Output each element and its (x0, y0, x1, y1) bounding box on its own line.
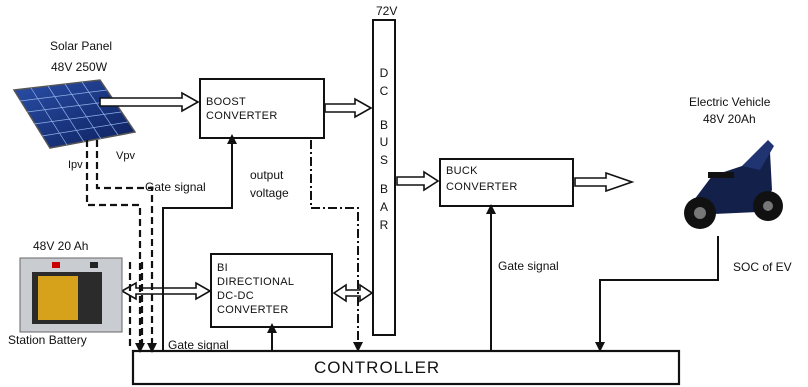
arrowhead-output-voltage (353, 342, 363, 352)
bidirectional-label-2: DIRECTIONAL (217, 276, 295, 288)
arrow-boost-to-bus (324, 97, 373, 119)
dc-bus-letter: R (379, 218, 389, 232)
controller-block (131, 349, 681, 386)
arrow-bus-to-buck (396, 170, 440, 192)
bidirectional-label-1: BI (217, 262, 228, 274)
soc-ev-line (599, 236, 719, 348)
station-battery-rating: 48V 20 Ah (33, 239, 89, 253)
arrowhead-gate-buck (486, 204, 496, 214)
ev-title: Electric Vehicle (689, 95, 771, 109)
output-voltage-label-1: output (250, 168, 284, 182)
dc-bus-letter: B (379, 118, 388, 132)
solar-panel-rating: 48V 250W (51, 60, 108, 74)
arrowhead-ipv (135, 343, 145, 353)
buck-converter-block (439, 158, 574, 207)
bidirectional-label-4: CONVERTER (217, 304, 289, 316)
electric-vehicle-image (684, 140, 783, 229)
boost-converter-block (199, 78, 325, 139)
arrowhead-gate-boost (227, 134, 237, 144)
dc-bus-letter: C (379, 84, 389, 98)
boost-converter-label-2: CONVERTER (206, 110, 278, 122)
dc-bus-bar (372, 19, 396, 336)
buck-converter-label-2: CONVERTER (446, 181, 518, 193)
controller-label: CONTROLLER (314, 358, 441, 377)
dc-bus-letter: B (379, 182, 388, 196)
ev-rating: 48V 20Ah (703, 112, 756, 126)
boost-converter-label-1: BOOST (206, 96, 247, 108)
bidirectional-converter-block (210, 253, 333, 328)
gate-signal-boost-line (162, 142, 233, 350)
dc-bus-letter: D (379, 66, 389, 80)
arrow-solar-to-boost (99, 91, 200, 113)
arrow-battery-bidirectional (120, 281, 212, 301)
station-battery-image (19, 257, 123, 333)
dc-bus-letter: S (379, 153, 388, 167)
dc-bus-letter: A (379, 200, 388, 214)
ipv-label: Ipv (68, 159, 83, 171)
dc-bus-letter: U (379, 135, 389, 149)
vpv-label: Vpv (116, 150, 135, 162)
output-voltage-label-2: voltage (250, 186, 289, 200)
station-battery-title: Station Battery (8, 333, 87, 347)
dc-bus-voltage: 72V (376, 4, 398, 18)
bidirectional-label-3: DC-DC (217, 290, 254, 302)
gate-signal-buck-label: Gate signal (498, 259, 559, 273)
ipv-line (85, 140, 142, 350)
gate-signal-boost-label: Gate signal (145, 180, 206, 194)
gate-signal-bidirectional-label: Gate signal (168, 338, 229, 352)
buck-converter-label-1: BUCK (446, 165, 478, 177)
soc-ev-label: SOC of EV (733, 260, 792, 274)
solar-panel-title: Solar Panel (50, 39, 113, 53)
solar-panel-image (12, 79, 137, 149)
arrowhead-vpv (147, 343, 157, 353)
arrow-buck-to-ev (574, 171, 635, 193)
arrow-bidirectional-bus (332, 283, 374, 303)
output-voltage-line (310, 140, 359, 348)
arrowhead-soc-ev (595, 342, 605, 352)
arrowhead-gate-bidirectional (267, 323, 277, 333)
vpv-line (95, 140, 154, 350)
